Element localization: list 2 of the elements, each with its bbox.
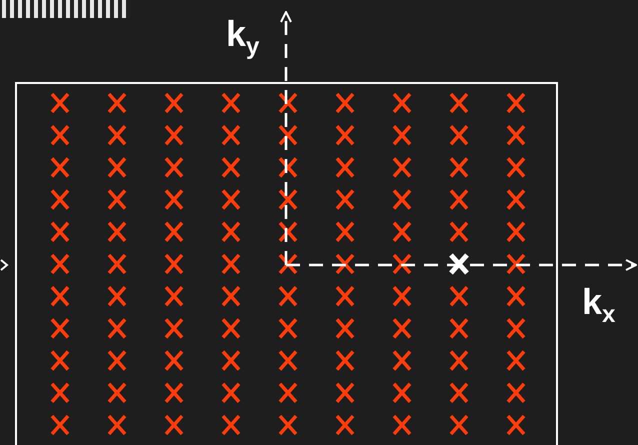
axis-label: k$_{y}$ [226, 16, 260, 59]
axis-label: k$_{x}$ [582, 284, 616, 327]
